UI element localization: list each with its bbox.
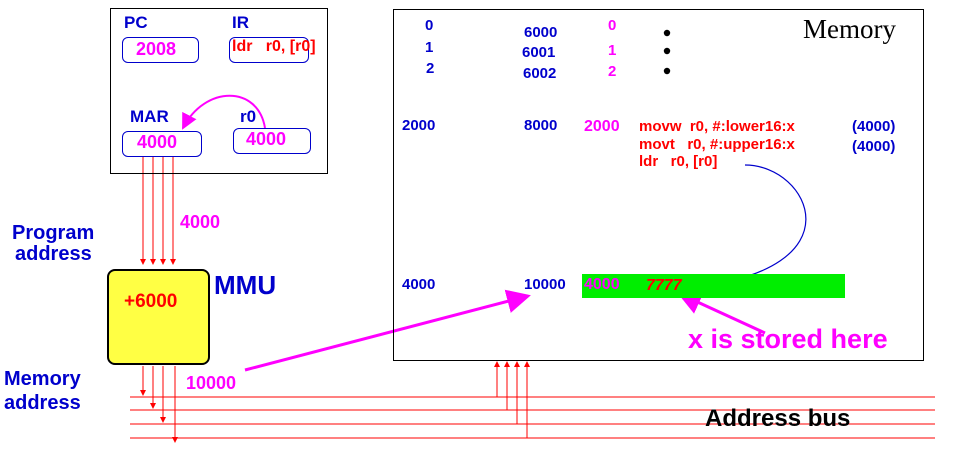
cpu-box [110, 8, 328, 174]
pc-label: PC [124, 13, 148, 32]
mmu-to-bus-wires [140, 366, 178, 443]
code-address: 2000 [584, 118, 620, 135]
mar-to-mmu-wires [140, 156, 176, 265]
mar-register [122, 131, 202, 157]
r0-register [233, 128, 311, 154]
instruction-1: movt r0, #:upper16:x [639, 136, 795, 153]
annotation-arrow [677, 291, 766, 335]
r0-label: r0 [240, 107, 257, 126]
bus-to-memory-wires [494, 361, 530, 438]
memory-row-2-virtual: 2 [426, 60, 435, 77]
address-bus-label: Address bus [705, 405, 851, 432]
memory-address-value: 10000 [186, 373, 237, 393]
mmu-label: MMU [214, 270, 277, 300]
address-bus-lines [130, 396, 935, 439]
memory-row-0-physical: 6000 [524, 24, 558, 41]
annotation-text: x is stored here [688, 324, 888, 354]
data-address: 4000 [584, 276, 620, 293]
program-address-label-line1: Program [12, 222, 95, 244]
instruction-2: ldr r0, [r0] [639, 153, 718, 170]
data-virtual-address: 4000 [402, 276, 436, 293]
memory-row-0-virtual: 0 [425, 17, 434, 34]
instruction-1-comment: (4000) [852, 138, 896, 155]
program-address-value: 4000 [180, 212, 221, 232]
mar-value: 4000 [137, 132, 178, 152]
instruction-0-comment: (4000) [852, 118, 896, 135]
memory-row-1-content: 1 [608, 42, 617, 59]
memory-row-2-content: 2 [608, 63, 617, 80]
code-virtual-address: 2000 [402, 117, 436, 134]
r0-to-mar-arrow [182, 94, 266, 130]
data-cell-highlight [582, 274, 845, 298]
memory-address-label-line1: Memory [4, 368, 81, 390]
pc-register [122, 37, 199, 63]
memory-address-label-line2: address [4, 392, 81, 414]
data-physical-address: 10000 [524, 276, 566, 293]
memory-title: Memory [803, 14, 896, 44]
instruction-0: movw r0, #:lower16:x [639, 118, 795, 135]
ir-label: IR [232, 13, 249, 32]
ir-value: ldr r0, [r0] [232, 38, 316, 55]
data-value: 7777 [646, 277, 682, 294]
memory-row-0-content: 0 [608, 17, 617, 34]
ir-register [229, 37, 309, 63]
memory-row-1-virtual: 1 [425, 39, 434, 56]
r0-value: 4000 [246, 129, 287, 149]
memory-row-2-physical: 6002 [523, 65, 557, 82]
pc-value: 2008 [136, 39, 177, 59]
memory-box [393, 9, 924, 361]
mar-label: MAR [130, 107, 169, 126]
code-physical-address: 8000 [524, 117, 558, 134]
program-address-label-line2: address [15, 243, 92, 265]
mmu-offset: +6000 [124, 291, 178, 312]
mmu-box [107, 269, 210, 365]
mmu-to-memory-arrow [244, 289, 531, 372]
memory-row-1-physical: 6001 [522, 44, 556, 61]
ellipsis-dots [663, 29, 671, 75]
